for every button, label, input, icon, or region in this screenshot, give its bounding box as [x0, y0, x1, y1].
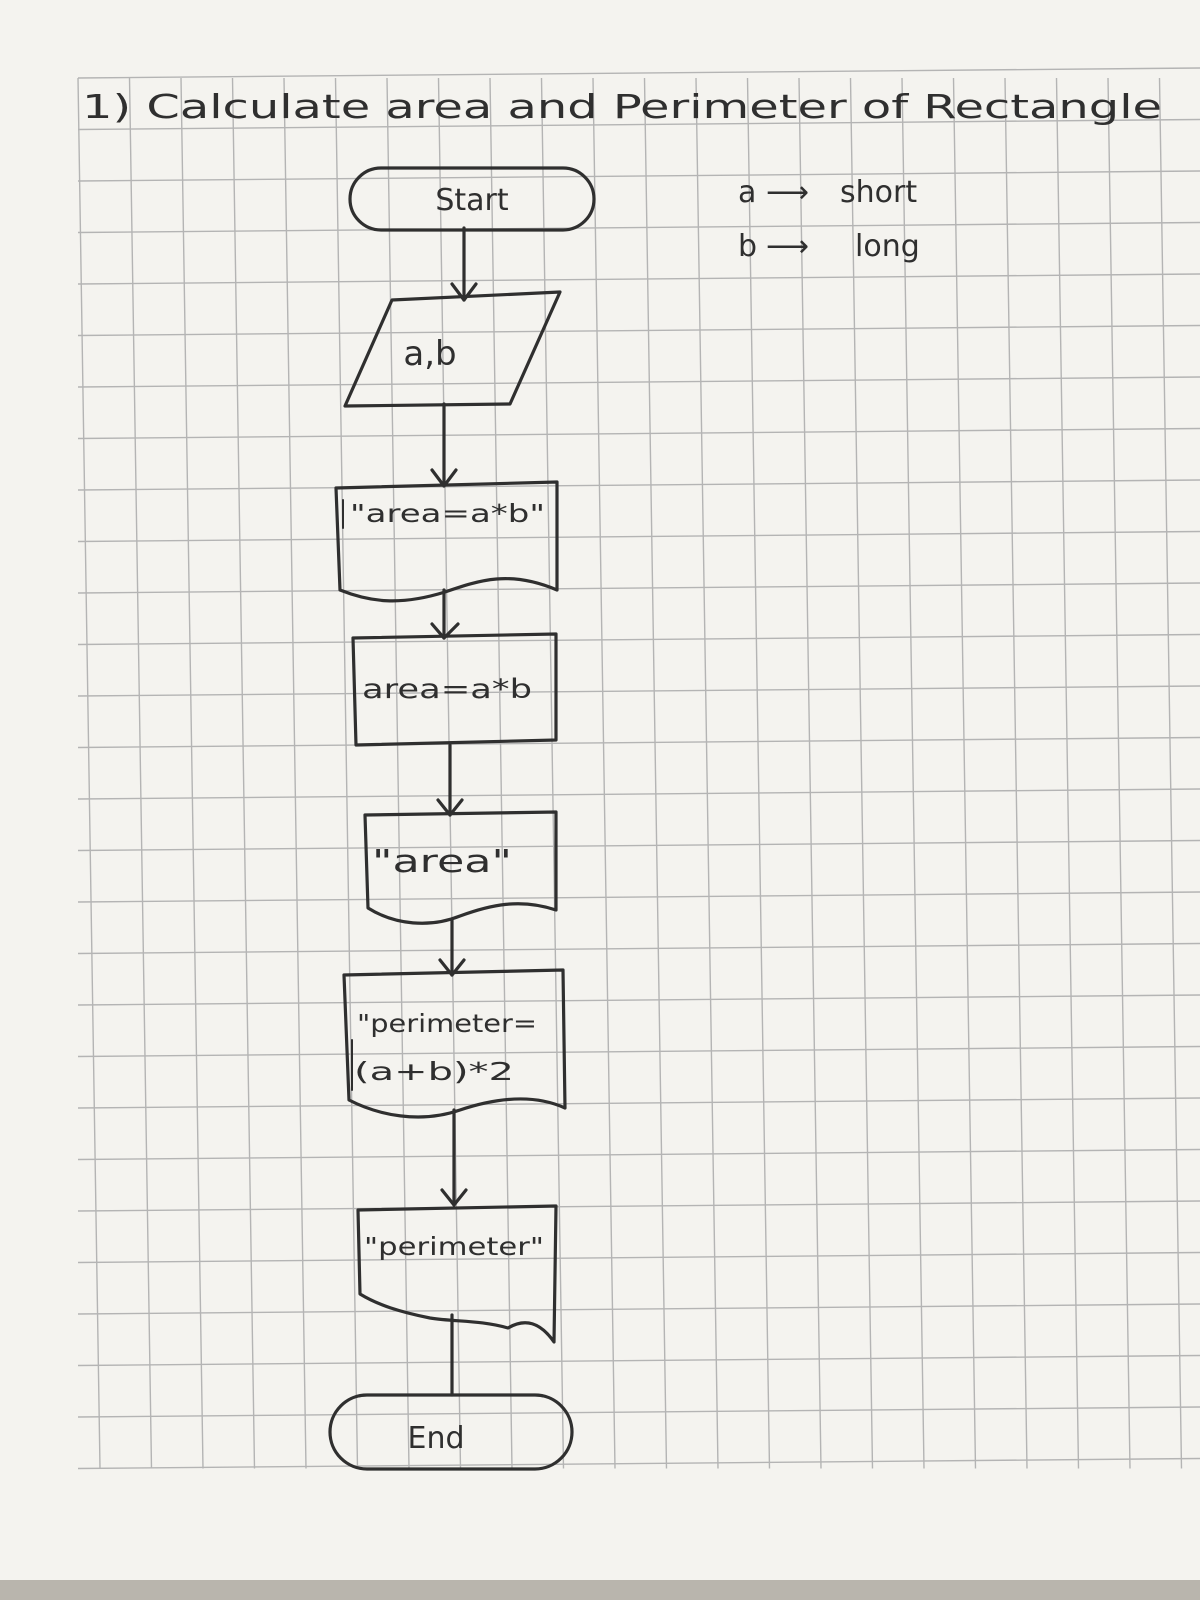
process-rectangle [351, 632, 558, 747]
grid-line-vertical [128, 77, 153, 1469]
grid-line-horizontal [77, 633, 1200, 646]
grid-line-horizontal [77, 1354, 1200, 1367]
arrowhead [450, 282, 478, 302]
output-perimeter-label-line1: "perimeter= [357, 1009, 537, 1038]
legend-arrow-b: ⟶ [766, 229, 809, 264]
output-area-label-text: "area=a*b" [350, 499, 545, 528]
output-area-label-document [334, 480, 559, 603]
grid-line-horizontal [77, 170, 1200, 182]
grid-line-vertical [77, 77, 101, 1469]
grid-line-horizontal [77, 1303, 1200, 1315]
start-label: Start [435, 183, 509, 218]
input-label: a,b [403, 334, 456, 374]
grid-line-vertical [798, 77, 822, 1469]
grid-line-horizontal [77, 67, 1200, 79]
arrowhead [430, 622, 460, 640]
grid-line-vertical [231, 77, 256, 1469]
grid-line-horizontal [77, 1097, 1200, 1109]
grid-line-vertical [283, 77, 307, 1469]
input-parallelogram [343, 290, 562, 408]
grid-line-horizontal [77, 942, 1200, 955]
grid-line-horizontal [77, 582, 1200, 594]
output-perimeter-label-line2: (a+b)*2 [354, 1057, 514, 1086]
grid-line-horizontal [77, 221, 1200, 234]
grid-line-horizontal [77, 1045, 1200, 1058]
legend-meaning-a: short [840, 175, 917, 210]
grid-line-horizontal [77, 994, 1200, 1006]
grid-line-horizontal [77, 479, 1200, 491]
grid-line-horizontal [77, 1406, 1200, 1418]
grid-line-vertical [695, 77, 719, 1469]
grid-line-horizontal [77, 273, 1200, 285]
grid-line-horizontal [77, 736, 1200, 749]
grid-line-horizontal [77, 427, 1200, 440]
grid-line-horizontal [77, 1251, 1200, 1264]
grid-line-vertical [746, 77, 771, 1469]
grid-line-vertical [1055, 77, 1080, 1469]
grid-line-horizontal [77, 685, 1200, 697]
output-perimeter-document [356, 1204, 558, 1344]
start-terminator [348, 166, 596, 232]
output-area-document [363, 810, 558, 925]
grid-line-vertical [334, 77, 359, 1469]
grid-line-horizontal [77, 376, 1200, 388]
grid-line-horizontal [77, 788, 1200, 800]
grid-line-vertical [592, 77, 616, 1469]
process-label: area=a*b [362, 674, 532, 705]
variable-legend: a ⟶ short b ⟶ long [738, 175, 920, 264]
grid-line-vertical [1004, 77, 1028, 1469]
end-label: End [407, 1421, 464, 1456]
grid-line-vertical [952, 77, 977, 1469]
end-terminator [328, 1393, 574, 1471]
grid-line-vertical [643, 77, 668, 1469]
grid-line-vertical [1107, 77, 1131, 1469]
grid-line-horizontal [77, 1457, 1200, 1470]
page-title: 1) Calculate area and Perimeter of Recta… [82, 87, 1162, 126]
grid-line-vertical [489, 77, 513, 1469]
grid-line-vertical [849, 77, 874, 1469]
grid-line-vertical [180, 77, 204, 1469]
grid-line-vertical [1158, 77, 1183, 1469]
grid-line-horizontal [77, 118, 1200, 131]
grid-line-vertical [540, 77, 565, 1469]
legend-symbol-b: b [738, 229, 757, 264]
grid-line-horizontal [77, 324, 1200, 337]
legend-arrow-a: ⟶ [766, 175, 809, 210]
grid-line-vertical [901, 77, 925, 1469]
grid-line-horizontal [77, 839, 1200, 852]
output-area-text: "area" [372, 844, 512, 880]
grid-line-horizontal [77, 1148, 1200, 1161]
legend-symbol-a: a [738, 175, 756, 210]
flowchart [328, 166, 596, 1471]
legend-meaning-b: long [855, 229, 920, 264]
output-perimeter-label-document [342, 968, 567, 1119]
arrowhead [440, 1188, 468, 1207]
grid-line-horizontal [77, 1200, 1200, 1212]
output-perimeter-text: "perimeter" [364, 1232, 544, 1261]
grid-line-horizontal [77, 891, 1200, 903]
grid-line-vertical [386, 77, 410, 1469]
graph-grid [77, 67, 1200, 1470]
grid-line-horizontal [77, 530, 1200, 543]
arrowhead [438, 958, 466, 977]
